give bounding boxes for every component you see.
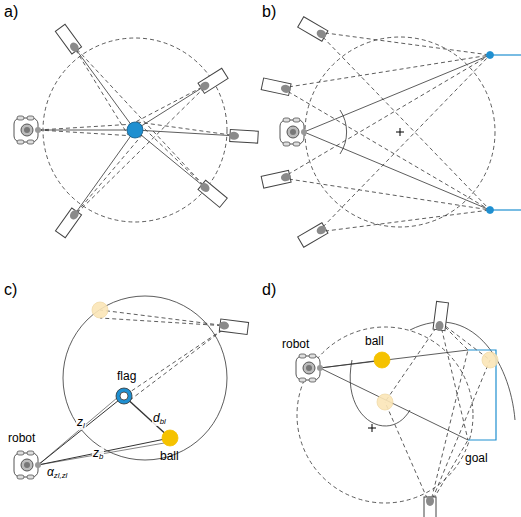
dashed-ray — [385, 322, 440, 402]
distance-label: zb — [92, 447, 104, 461]
dashed-ray — [38, 130, 135, 136]
camera-icon — [197, 68, 228, 94]
distance-label: zl — [76, 416, 86, 430]
sight-line — [490, 54, 521, 55]
ghost-ball — [482, 352, 498, 368]
angle-arc — [340, 110, 347, 154]
camera-icon — [433, 301, 449, 331]
sight-line — [320, 350, 468, 368]
sight-line — [38, 442, 170, 465]
sight-line — [38, 130, 135, 131]
panel-letter: b) — [262, 4, 276, 20]
dashed-ray — [282, 55, 490, 178]
camera-icon — [298, 17, 329, 42]
sight-line — [124, 396, 170, 438]
ball-label: ball — [160, 450, 179, 462]
ghost-ball — [377, 394, 393, 410]
dashed-ray — [430, 350, 468, 505]
dashed-ray — [100, 318, 228, 326]
dashed-ray — [318, 32, 490, 55]
camera-icon — [55, 207, 82, 238]
flag-marker — [120, 392, 128, 400]
sight-line — [400, 128, 401, 136]
sight-line — [135, 130, 238, 136]
camera-icon — [197, 180, 227, 208]
angle-label: αzl,zl — [46, 466, 68, 480]
camera-icon — [55, 24, 82, 54]
robot-label: robot — [282, 338, 309, 350]
sight-line — [304, 55, 490, 132]
yellow-ball — [162, 430, 178, 446]
trajectory-curve — [410, 322, 515, 420]
sight-line — [38, 438, 170, 465]
dashed-ray — [38, 124, 135, 130]
dashed-ray — [72, 44, 208, 190]
dashed-circle — [63, 296, 227, 460]
dashed-ray — [72, 135, 142, 218]
camera-icon — [298, 222, 329, 247]
sight-line — [38, 396, 124, 465]
robot-icon — [14, 116, 41, 144]
dashed-ray — [131, 84, 208, 124]
sight-line — [320, 368, 468, 440]
dashed-ray — [282, 55, 490, 88]
dashed-ray — [318, 210, 490, 232]
sight-line — [372, 424, 373, 432]
robot-icon — [280, 118, 307, 146]
dashed-ray — [282, 178, 490, 210]
panel-letter: d) — [262, 282, 276, 298]
dashed-ray — [72, 44, 128, 135]
ball-arc — [350, 360, 410, 426]
sight-line — [38, 392, 124, 465]
ghost-ball — [92, 302, 108, 318]
sight-line — [320, 360, 382, 368]
dashed-ray — [130, 326, 228, 400]
sight-line — [135, 130, 208, 190]
camera-icon — [218, 319, 248, 335]
camera-icon — [229, 129, 259, 143]
blue-ball — [127, 122, 143, 138]
dashed-ray — [385, 402, 430, 505]
goal-post — [487, 207, 494, 214]
dashed-ray — [430, 440, 468, 505]
flag-label: flag — [116, 370, 137, 382]
sight-line — [304, 132, 490, 210]
sight-line — [72, 44, 135, 130]
flag-marker — [116, 388, 132, 404]
dashed-ray — [318, 55, 490, 232]
yellow-ball — [374, 352, 390, 368]
dashed-ray — [140, 124, 208, 190]
robot-label: robot — [8, 432, 35, 444]
dashed-ray — [440, 322, 490, 360]
dashed-circle — [305, 37, 495, 227]
goal-post — [487, 52, 494, 59]
camera-icon — [261, 78, 292, 96]
dashed-circle — [297, 327, 473, 503]
sight-line — [490, 209, 521, 210]
sight-line — [72, 130, 135, 218]
camera-icon — [261, 170, 292, 188]
dashed-ray — [124, 326, 228, 396]
robot-icon — [14, 451, 41, 479]
panel-letter: c) — [4, 282, 17, 298]
robot-icon — [296, 354, 323, 382]
camera-icon — [424, 496, 436, 517]
dashed-ray — [72, 84, 208, 218]
panel-letter: a) — [4, 4, 18, 20]
ball-label: ball — [364, 335, 385, 347]
goal-label: goal — [464, 452, 489, 464]
dashed-ray — [440, 322, 468, 440]
dashed-ray — [100, 310, 228, 326]
dashed-ray — [282, 88, 490, 210]
distance-label: dbl — [152, 412, 167, 426]
